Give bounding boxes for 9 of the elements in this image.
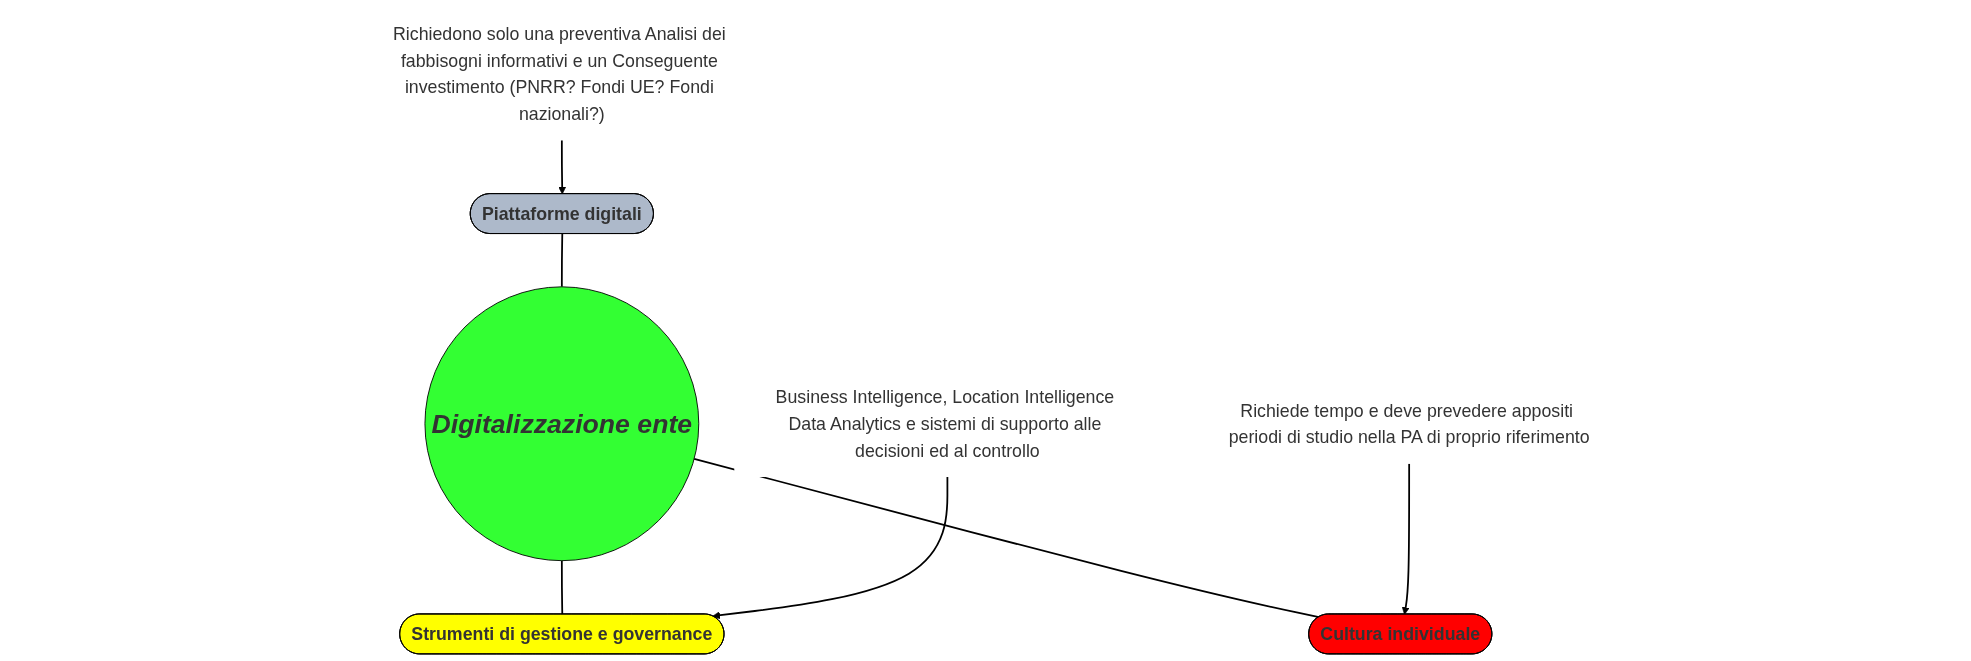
node-text: Business Intelligence, Location Intelligence Data Analytics e sistemi di supporto alle decisioni ed al controllo — [775, 387, 1115, 461]
arrow — [712, 476, 949, 620]
node-text: Richiedono solo una preventiva Analisi dei fabbisogni informativi e un Conseguente investimento (PNRR? Fondi UE? Fondi nazionali?) — [393, 23, 726, 124]
node-circle: Digitalizzazione ente — [424, 286, 700, 562]
arrow — [1401, 462, 1411, 615]
connector — [560, 233, 564, 288]
connector — [693, 457, 1320, 619]
node-text: Richiede tempo e deve prevedere appositi periodi di studio nella PA di proprio riferimento — [1228, 400, 1590, 447]
arrow — [558, 139, 567, 195]
